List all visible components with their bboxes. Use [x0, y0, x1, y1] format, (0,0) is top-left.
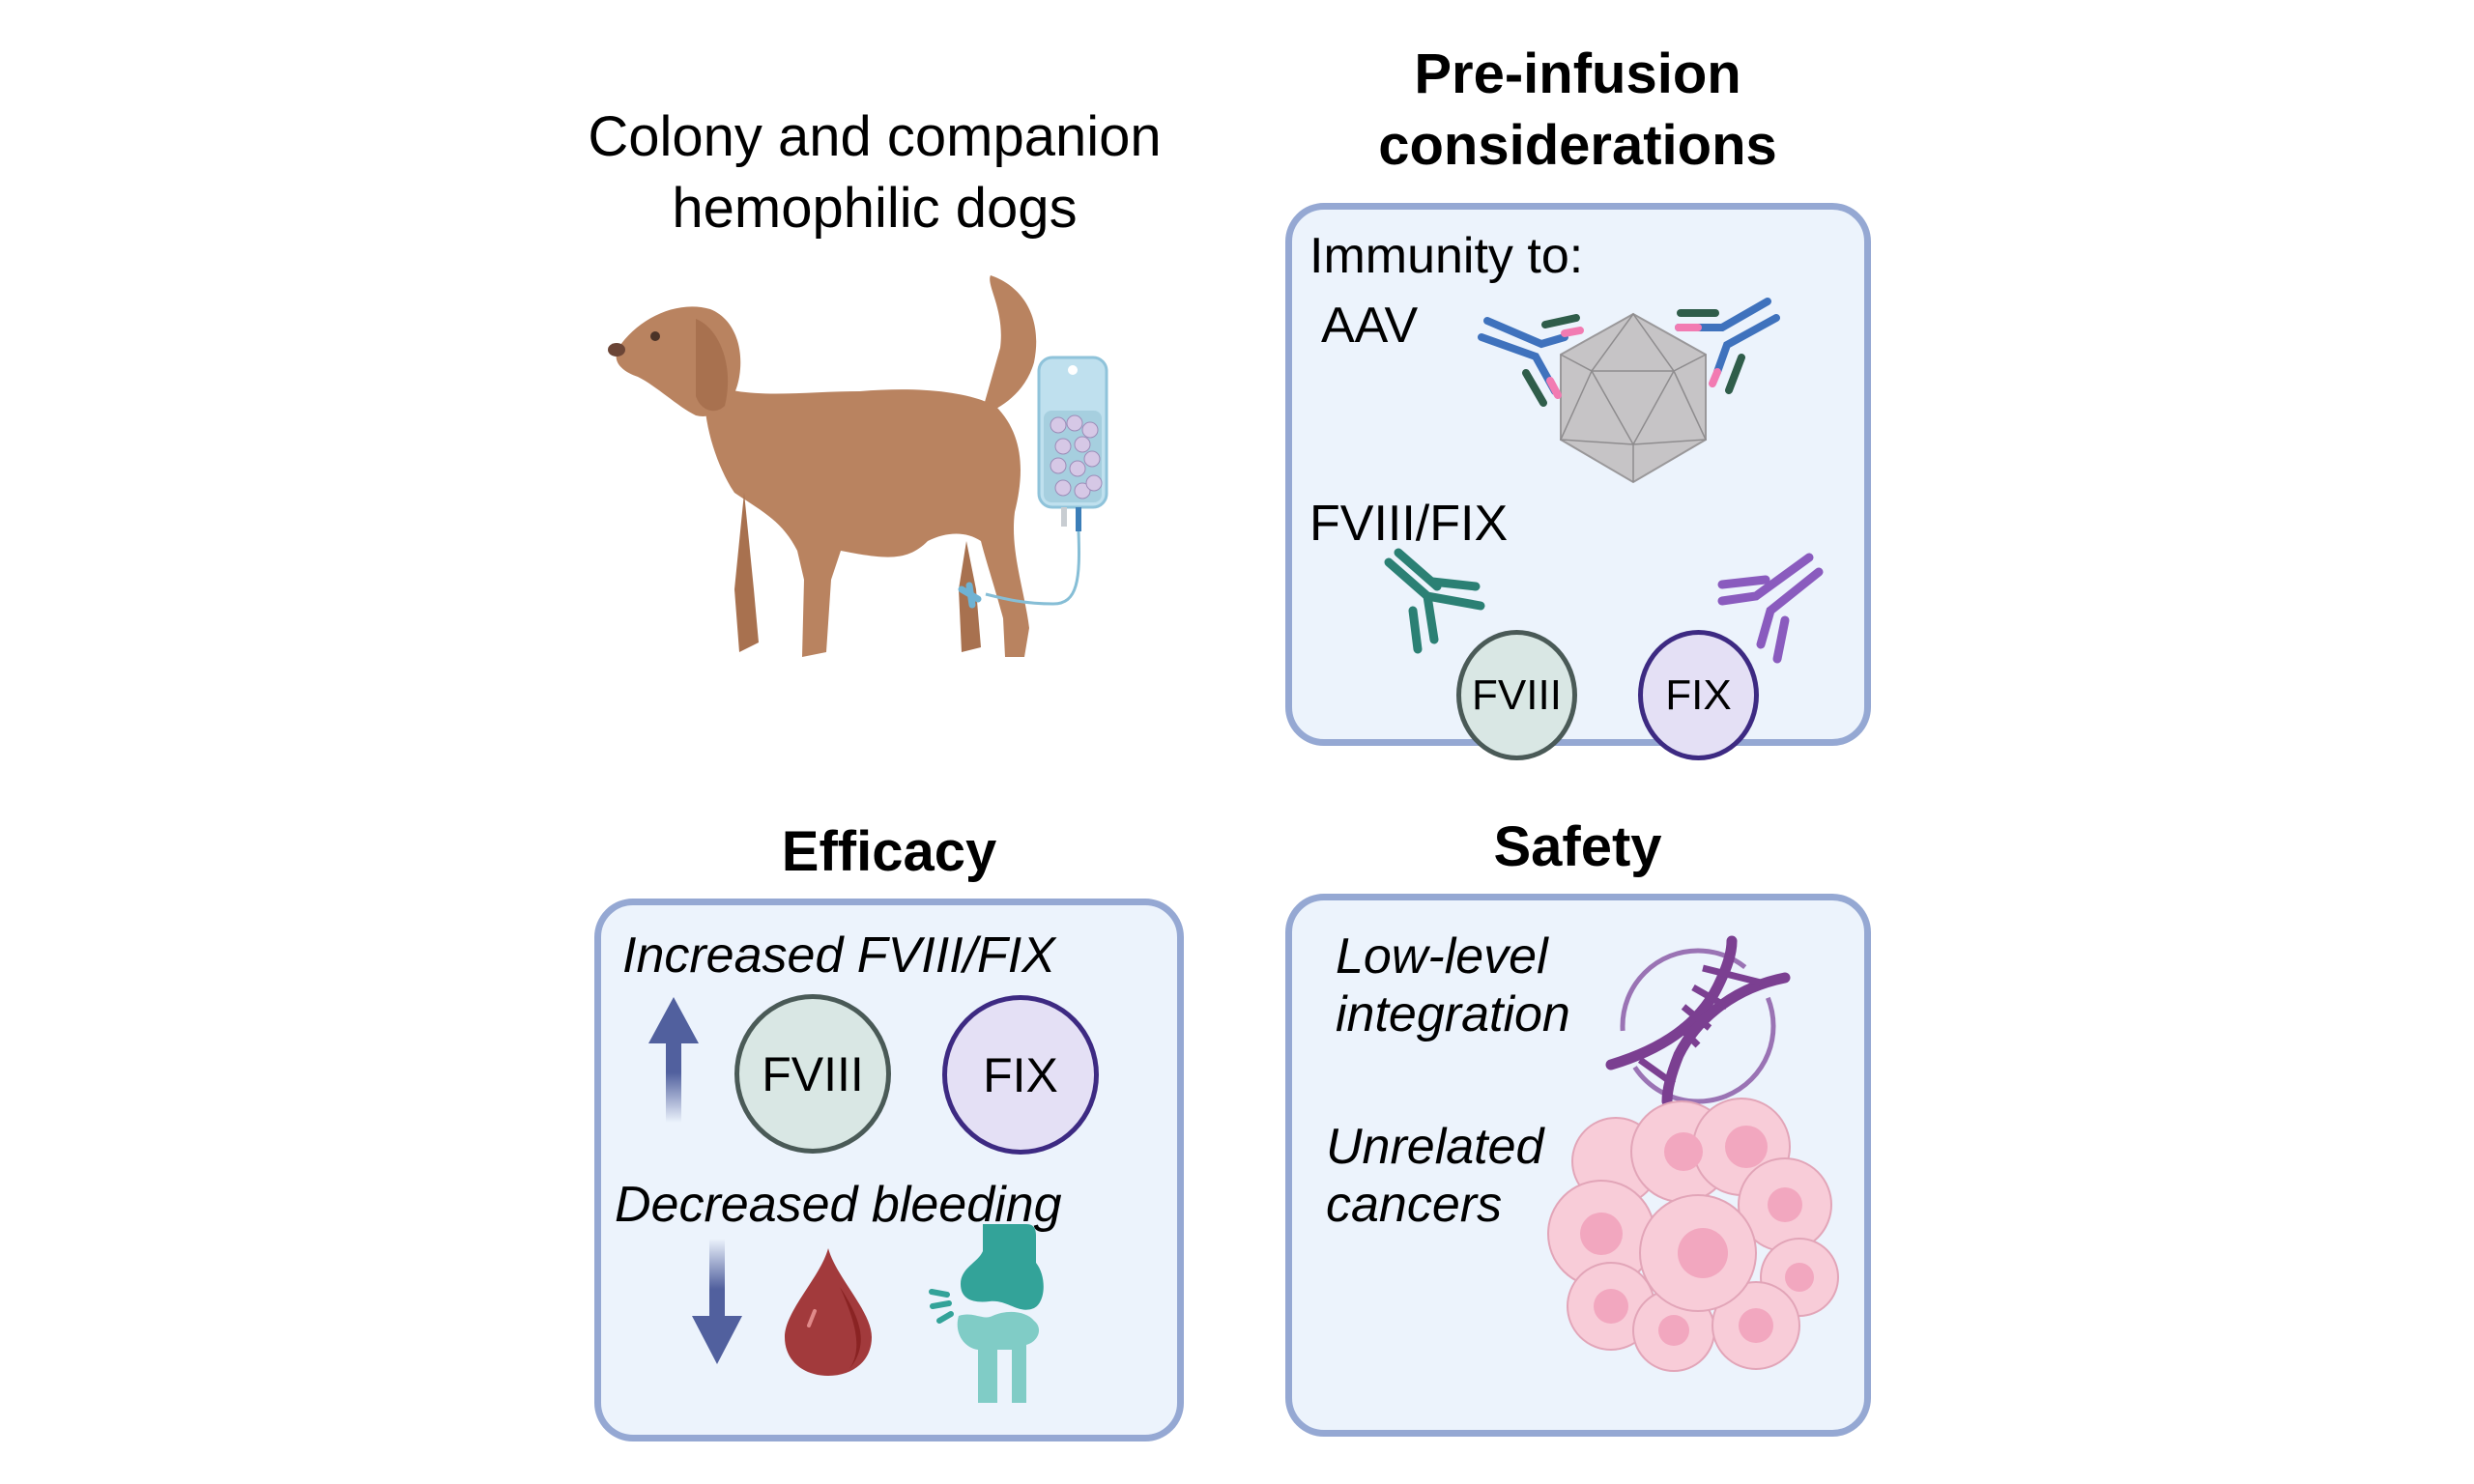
safety-heading: Safety [1493, 815, 1662, 878]
pre-fix-label: FIX [1665, 671, 1732, 719]
increased-label: Increased FVIII/FIX [622, 928, 1055, 984]
efficacy-fix-circle: FIX [942, 995, 1099, 1155]
fviii-antibody-icon [1384, 548, 1485, 654]
dog-icon [608, 275, 1037, 657]
pre-fviii-circle: FVIII [1456, 630, 1577, 760]
iv-bag-icon [958, 356, 1108, 609]
pre-infusion-heading-line2: considerations [1378, 114, 1777, 177]
blood-drop-icon [785, 1248, 872, 1376]
dog-title-line2: hemophilic dogs [672, 177, 1078, 240]
pre-infusion-panel: Immunity to: AAV FVIII/FIX [1285, 203, 1871, 760]
factor-label: FVIII/FIX [1309, 496, 1509, 552]
aav-capsid-with-antibodies [1478, 298, 1780, 484]
pre-infusion-heading-line1: Pre-infusion [1414, 43, 1741, 105]
pre-fviii-label: FVIII [1472, 671, 1562, 719]
antibody-right-icon [1675, 298, 1780, 394]
dog-illustration [608, 275, 1108, 657]
dog-section-title: Colony and companion hemophilic dogs [536, 101, 1213, 244]
cancers-line2: cancers [1326, 1177, 1503, 1233]
pre-infusion-heading: Pre-infusion considerations [1285, 39, 1870, 182]
efficacy-heading: Efficacy [781, 820, 997, 883]
aav-label: AAV [1321, 298, 1419, 354]
arrow-up-icon [648, 997, 699, 1123]
efficacy-fix-label: FIX [983, 1047, 1058, 1102]
antibody-left-icon [1478, 314, 1584, 407]
pre-fix-circle: FIX [1638, 630, 1759, 760]
fix-antibody-icon [1717, 553, 1824, 664]
integration-label: Low-level integration [1336, 928, 1570, 1043]
dna-integration-icon [1605, 935, 1791, 1107]
arrow-down-icon [692, 1239, 742, 1364]
integration-line1: Low-level [1336, 928, 1548, 985]
aav-capsid-icon [1559, 312, 1708, 484]
cancers-label: Unrelated cancers [1326, 1118, 1543, 1234]
safety-panel: Low-level integration Unrelated cancers [1285, 894, 1871, 1437]
efficacy-fviii-label: FVIII [762, 1046, 864, 1101]
dog-title-line1: Colony and companion [588, 105, 1162, 168]
knee-joint-icon [929, 1224, 1044, 1403]
cancers-line1: Unrelated [1326, 1119, 1544, 1175]
decreased-label: Decreased bleeding [615, 1177, 1062, 1233]
efficacy-panel: Increased FVIII/FIX FVIII FIX Decreased … [594, 899, 1184, 1441]
cancer-cells-icon [1547, 1098, 1839, 1372]
immunity-label: Immunity to: [1309, 228, 1584, 284]
efficacy-fviii-circle: FVIII [734, 994, 891, 1154]
integration-line2: integration [1336, 986, 1570, 1042]
